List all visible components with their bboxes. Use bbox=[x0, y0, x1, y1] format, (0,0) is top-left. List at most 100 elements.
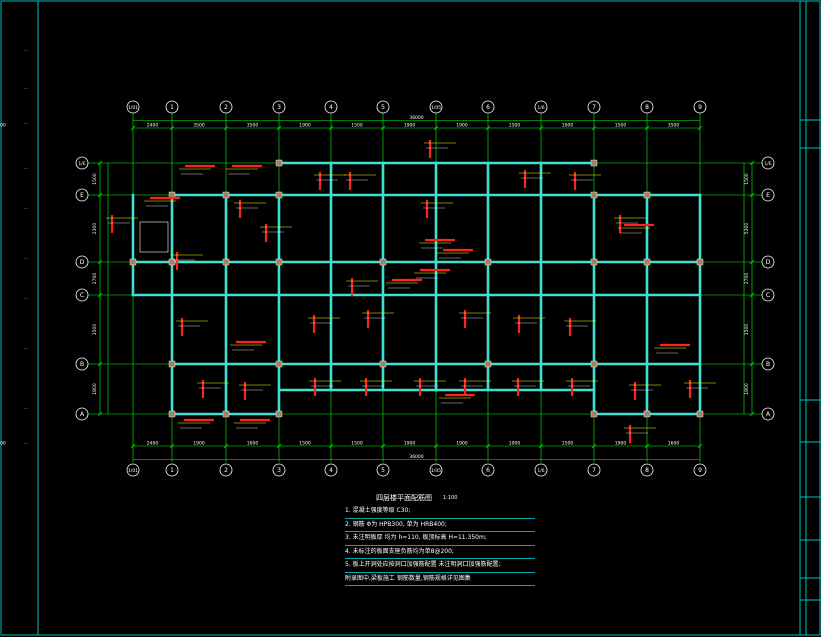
stair-outline bbox=[139, 221, 169, 253]
axis-bubble-bottom bbox=[376, 463, 390, 477]
axis-bubble-left bbox=[75, 156, 89, 170]
axis-bubble-bottom bbox=[324, 463, 338, 477]
dimension-text: 1900 bbox=[456, 441, 468, 447]
dimension-tick bbox=[328, 443, 334, 449]
column-marker bbox=[275, 159, 283, 167]
dimension-tick bbox=[97, 160, 103, 166]
dimension-text: 3500 bbox=[193, 123, 205, 129]
axis-bubble-top-label: 1/01 bbox=[128, 105, 138, 111]
dimension-tick bbox=[223, 443, 229, 449]
axis-bubble-bottom bbox=[534, 463, 548, 477]
dimension-tick bbox=[485, 125, 491, 131]
svg-text:—: — bbox=[24, 166, 28, 171]
dimension-tick bbox=[97, 361, 103, 367]
note-line: 1. 混凝土强度等级 C30; bbox=[345, 505, 535, 519]
left-margin-marks: ——— ——— ——— — bbox=[24, 48, 28, 446]
dimension-text: 1900 bbox=[404, 441, 416, 447]
axis-bubble-top-label: 8 bbox=[645, 104, 649, 111]
column-marker bbox=[275, 360, 283, 368]
column-marker bbox=[222, 258, 230, 266]
axis-bubble-bottom-label: 7 bbox=[592, 467, 596, 474]
column-marker bbox=[379, 258, 387, 266]
dimension-text: 1500 bbox=[351, 123, 363, 129]
dimension-tick bbox=[169, 125, 175, 131]
axis-bubble-bottom-label: 1/05 bbox=[431, 468, 441, 474]
axis-bubble-top bbox=[640, 100, 654, 114]
dimension-text-vertical: 1500 bbox=[744, 173, 750, 185]
column-marker bbox=[590, 258, 598, 266]
column-marker bbox=[129, 258, 137, 266]
axis-bubble-top-label: 2 bbox=[224, 104, 228, 111]
dimension-tick bbox=[380, 125, 386, 131]
dimension-text: 1900 bbox=[299, 123, 311, 129]
dimension-lines: 2400 3500 3500 1900 1500 1900 1900 1500 1900 1500… bbox=[0, 115, 755, 460]
dimension-tick bbox=[749, 292, 755, 298]
general-notes: 1. 混凝土强度等级 C30; 2. 钢筋 Φ为 HPB300, 单为 HRB4… bbox=[345, 505, 535, 586]
dimension-tick bbox=[223, 125, 229, 131]
axis-bubble-top-label: 1/05 bbox=[431, 105, 441, 111]
axis-bubble-bottom bbox=[126, 463, 140, 477]
column-marker bbox=[643, 258, 651, 266]
dimension-text-vertical: 5300 bbox=[744, 223, 750, 235]
dimension-text: 1500 bbox=[299, 441, 311, 447]
dimension-tick bbox=[433, 443, 439, 449]
dimension-text: 1500 bbox=[509, 123, 521, 129]
dimension-text: 1500 bbox=[615, 123, 627, 129]
dimension-text-vertical: 1500 bbox=[92, 324, 98, 336]
axis-bubble-top bbox=[693, 100, 707, 114]
column-marker bbox=[275, 410, 283, 418]
axis-bubble-left-label: 1/E bbox=[78, 161, 85, 167]
axis-bubble-left bbox=[75, 255, 89, 269]
dimension-text-vertical: 2300 bbox=[92, 223, 98, 235]
dimension-tick bbox=[97, 259, 103, 265]
note-line: 5. 板上开洞处应按洞口加强筋配置 未注明洞口加强筋配置; bbox=[345, 559, 535, 573]
column-marker bbox=[643, 410, 651, 418]
axis-bubble-right bbox=[761, 188, 775, 202]
svg-text:—: — bbox=[24, 121, 28, 126]
dimension-text: 1500 bbox=[351, 441, 363, 447]
dimension-text: 3500 bbox=[247, 123, 259, 129]
axis-bubble-left-label: A bbox=[80, 411, 85, 418]
note-line: 附录图中,梁板施工 钢筋数量,钢筋规格详见图集 bbox=[345, 573, 535, 586]
dimension-text: 1900 bbox=[562, 123, 574, 129]
dimension-text: 1900 bbox=[404, 123, 416, 129]
dimension-tick bbox=[328, 125, 334, 131]
axis-bubble-right bbox=[761, 255, 775, 269]
dimension-tick bbox=[433, 125, 439, 131]
axis-bubble-right-label: C bbox=[766, 292, 770, 299]
axis-bubble-left-label: D bbox=[80, 259, 85, 266]
dimension-text: 1600 bbox=[668, 441, 680, 447]
axis-bubble-left bbox=[75, 188, 89, 202]
drawing-title: 四层楼平面配筋图 bbox=[376, 494, 432, 502]
dimension-tick bbox=[97, 411, 103, 417]
dimension-text-vertical: 2700 bbox=[92, 273, 98, 285]
axis-bubble-top bbox=[219, 100, 233, 114]
dimension-tick bbox=[169, 443, 175, 449]
axis-bubble-right-label: A bbox=[766, 411, 771, 418]
column-marker bbox=[590, 159, 598, 167]
axis-bubble-bottom bbox=[693, 463, 707, 477]
axis-bubble-bottom-label: 1/6 bbox=[537, 468, 544, 474]
svg-text:—: — bbox=[24, 441, 28, 446]
dimension-tick bbox=[380, 443, 386, 449]
dimension-tick bbox=[97, 292, 103, 298]
svg-text:—: — bbox=[24, 406, 28, 411]
column-marker bbox=[590, 360, 598, 368]
axis-bubble-top-label: 4 bbox=[329, 104, 333, 111]
axis-bubble-right bbox=[761, 357, 775, 371]
column-marker bbox=[484, 258, 492, 266]
dimension-tick bbox=[485, 443, 491, 449]
column-marker bbox=[168, 258, 176, 266]
dimension-text: 3500 bbox=[0, 123, 6, 129]
axis-bubble-bottom bbox=[587, 463, 601, 477]
axis-bubble-bottom-label: 1/01 bbox=[128, 468, 138, 474]
axis-bubble-top-label: 1 bbox=[170, 104, 174, 111]
axis-bubble-bottom bbox=[481, 463, 495, 477]
axis-bubble-bottom-label: 5 bbox=[381, 467, 385, 474]
dimension-tick bbox=[749, 411, 755, 417]
axis-bubble-left bbox=[75, 407, 89, 421]
dimension-text: 2400 bbox=[147, 123, 159, 129]
axis-bubble-top-label: 6 bbox=[486, 104, 490, 111]
